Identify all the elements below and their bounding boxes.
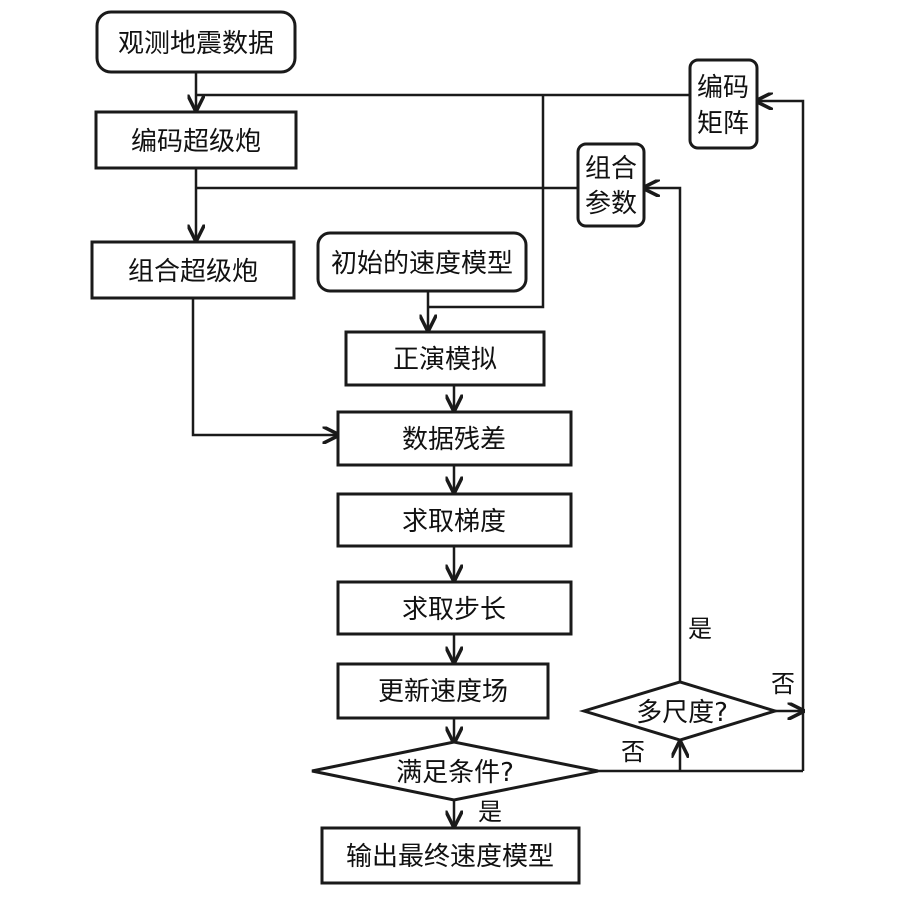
edge-label-multiscale-no: 否	[771, 670, 795, 698]
node-combine-params-line2: 参数	[585, 189, 637, 219]
edge-encode-to-forward	[428, 95, 545, 309]
node-residual-label: 数据残差	[402, 425, 506, 455]
node-update-velocity: 更新速度场	[336, 662, 550, 720]
edges	[193, 72, 803, 826]
node-forward-label: 正演模拟	[393, 345, 497, 375]
node-init-model-label: 初始的速度模型	[331, 249, 513, 279]
node-initial-velocity-model: 初始的速度模型	[316, 231, 528, 293]
node-encode-matrix-line2: 矩阵	[697, 109, 749, 139]
node-encode-matrix: 编码 矩阵	[688, 58, 759, 150]
edge-trunk-to-encode-matrix	[757, 101, 805, 771]
node-combine-params: 组合 参数	[576, 142, 646, 228]
node-observed-seismic-data: 观测地震数据	[95, 10, 297, 74]
node-encode-matrix-line1: 编码	[697, 73, 749, 103]
node-compute-gradient: 求取梯度	[336, 492, 573, 548]
edge-label-satisfy-no: 否	[621, 738, 645, 766]
node-gradient-label: 求取梯度	[402, 507, 506, 537]
decision-multiscale: 多尺度?	[578, 680, 781, 742]
node-step-label: 求取步长	[402, 595, 506, 625]
decision-satisfy-label: 满足条件?	[396, 758, 514, 788]
node-combine-params-line1: 组合	[585, 154, 637, 184]
decision-satisfy-condition: 满足条件?	[311, 740, 599, 802]
decision-multiscale-label: 多尺度?	[636, 698, 728, 728]
node-compute-step-length: 求取步长	[336, 580, 573, 636]
node-encode-super-label: 编码超级炮	[131, 127, 261, 157]
node-output-final-model: 输出最终速度模型	[320, 826, 581, 885]
node-combine-super-label: 组合超级炮	[128, 257, 258, 287]
edge-label-satisfy-yes: 是	[478, 798, 502, 826]
edge-label-multiscale-yes: 是	[688, 615, 712, 643]
edge-combine-to-residual	[191, 298, 338, 435]
node-output-label: 输出最终速度模型	[346, 842, 554, 872]
node-observed-label: 观测地震数据	[118, 29, 274, 59]
node-encode-super-shot: 编码超级炮	[94, 110, 298, 170]
node-data-residual: 数据残差	[336, 410, 573, 467]
node-combine-super-shot: 组合超级炮	[90, 240, 296, 300]
edge-multiscale-yes	[644, 188, 682, 682]
node-update-label: 更新速度场	[378, 677, 508, 707]
node-forward-modeling: 正演模拟	[344, 330, 546, 387]
